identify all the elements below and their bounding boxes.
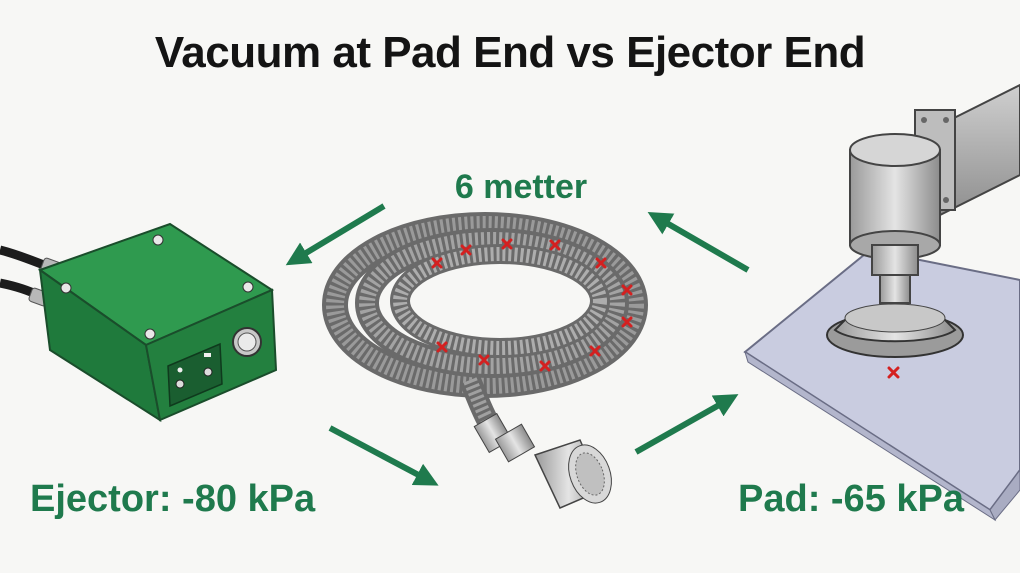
suction-pad-assembly [745, 85, 1020, 520]
diagram-title: Vacuum at Pad End vs Ejector End [0, 28, 1020, 78]
hose-end-fitting [474, 414, 619, 510]
arrow-icon [658, 218, 748, 270]
arrow-icon [330, 428, 428, 480]
pad-vacuum-label: Pad: -65 kPa [738, 478, 964, 521]
ejector-vacuum-label: Ejector: -80 kPa [30, 478, 315, 521]
ejector-unit [0, 224, 276, 420]
arrow-icon [636, 400, 728, 452]
hose-length-label: 6 metter [436, 168, 606, 207]
vacuum-hose-coil [335, 225, 635, 425]
